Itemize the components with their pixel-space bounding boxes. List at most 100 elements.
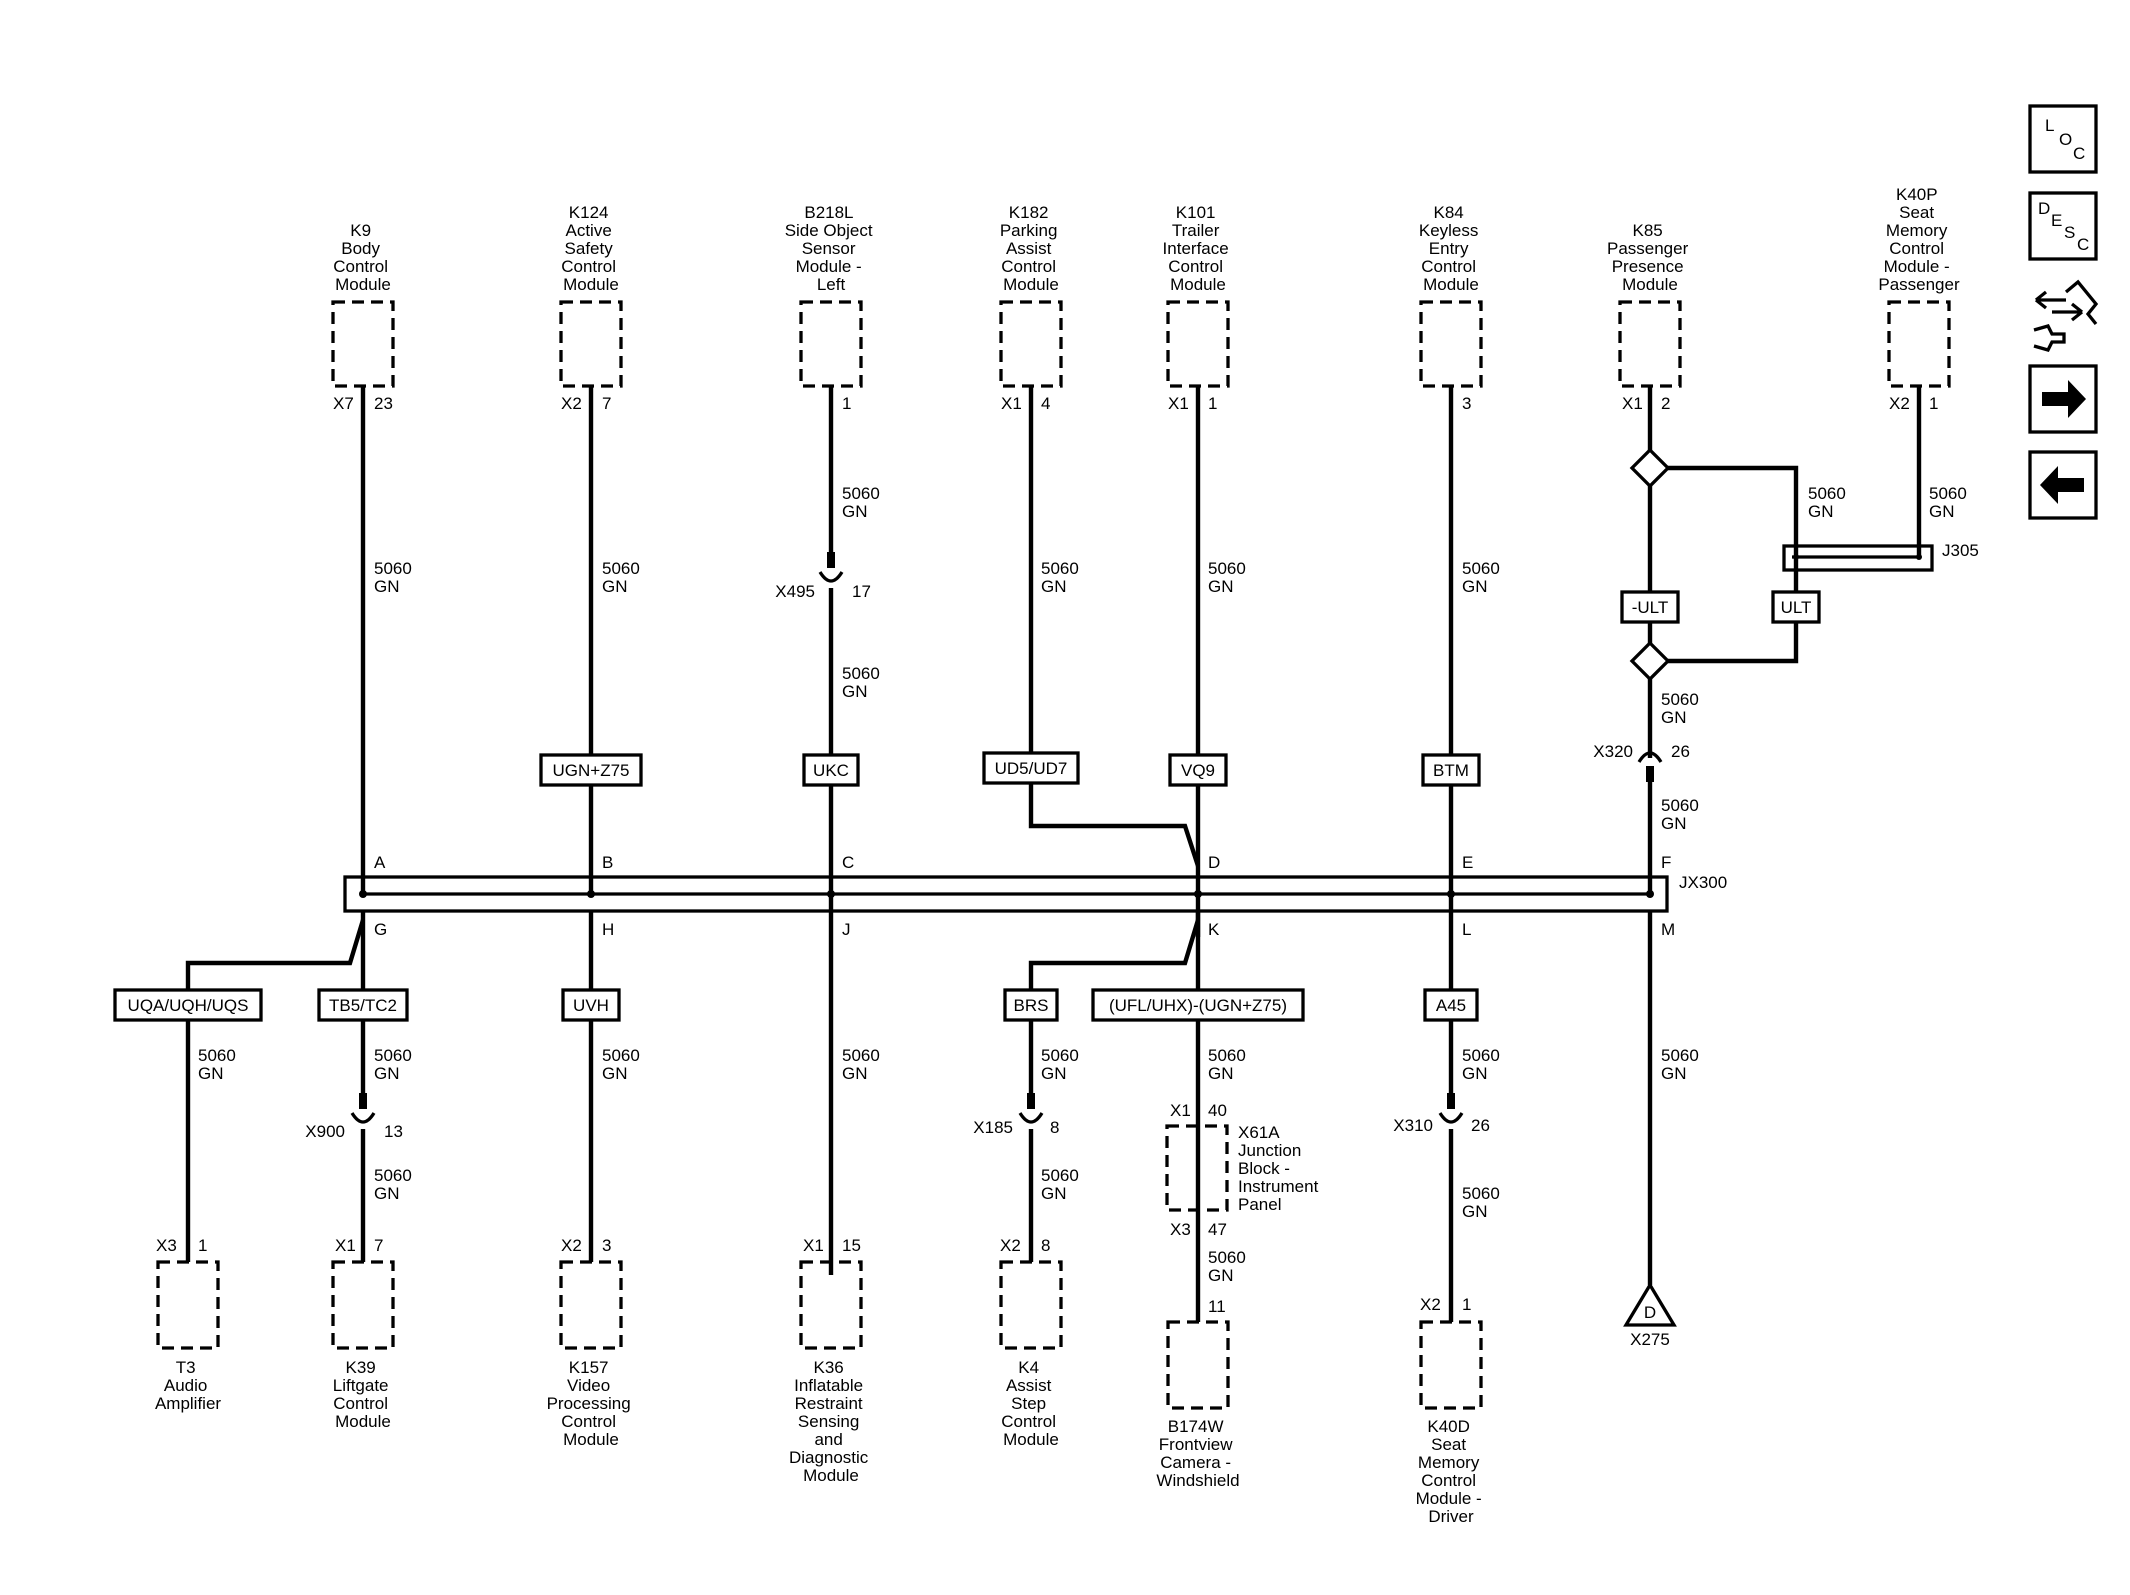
- t3-audio-amplifier[interactable]: T3 Audio Amplifier: [155, 1260, 221, 1413]
- k39-liftgate-control-module[interactable]: K39 Liftgate Control Module: [331, 1260, 395, 1431]
- wire-k85-ult-upper: [1668, 465, 1799, 592]
- circuit-number: 5060: [1208, 1046, 1246, 1065]
- circuit-number: 5060: [842, 484, 880, 503]
- option-label: UD5/UD7: [995, 759, 1068, 778]
- k124-active-safety-control-module[interactable]: K124 Active Safety Control Module: [559, 203, 623, 388]
- k182-parking-assist-control-module[interactable]: K182 Parking Assist Control Module: [999, 203, 1063, 388]
- circuit-number: 5060: [842, 664, 880, 683]
- pin-label: 47: [1208, 1220, 1227, 1239]
- wire-color: GN: [374, 1064, 400, 1083]
- k4-assist-step-control-module[interactable]: K4 Assist Step Control Module: [999, 1260, 1063, 1449]
- wire-color: GN: [374, 1184, 400, 1203]
- module-box: [1887, 300, 1951, 388]
- splice-pack-jx300: [343, 875, 1669, 913]
- splice-pin-label: B: [602, 853, 613, 872]
- k157-video-processing-control-module[interactable]: K157 Video Processing Control Module: [547, 1260, 636, 1449]
- loc-letter: O: [2059, 130, 2072, 149]
- k85-passenger-presence-module[interactable]: K85 Passenger Presence Module: [1607, 221, 1693, 388]
- module-box: [999, 1260, 1063, 1350]
- k101-trailer-interface-control-module[interactable]: K101 Trailer Interface Control Module: [1163, 203, 1234, 388]
- module-label: K157 Video Processing Control Module: [547, 1358, 636, 1449]
- loc-letter: L: [2045, 116, 2054, 135]
- circuit-number: 5060: [374, 1166, 412, 1185]
- module-box: [999, 300, 1063, 388]
- module-label: K124 Active Safety Control Module: [561, 203, 621, 294]
- module-box: [1166, 300, 1230, 388]
- option-label: UQA/UQH/UQS: [128, 996, 249, 1015]
- b218l-side-object-sensor-module-left[interactable]: B218L Side Object Sensor Module - Left: [785, 203, 878, 388]
- circuit-number: 5060: [1041, 559, 1079, 578]
- option-box: [539, 753, 643, 787]
- splice-pin-label: E: [1462, 853, 1473, 872]
- option-label: (UFL/UHX)-(UGN+Z75): [1109, 996, 1287, 1015]
- wire-color: GN: [1208, 577, 1234, 596]
- connector-label: X1: [335, 1236, 356, 1255]
- module-label: K182 Parking Assist Control Module: [1000, 203, 1062, 294]
- splice-pin-label: A: [374, 853, 386, 872]
- circuit-number: 5060: [198, 1046, 236, 1065]
- wire-color: GN: [1462, 1202, 1488, 1221]
- k40d-seat-memory-control-module-driver[interactable]: K40D Seat Memory Control Module - Driver: [1416, 1320, 1487, 1526]
- connector-label: X1: [1001, 394, 1022, 413]
- module-label: K101 Trailer Interface Control Module: [1163, 203, 1234, 294]
- pin-label: 1: [842, 394, 851, 413]
- wire-k85-ult-lower: [1668, 622, 1799, 664]
- splice-j305: [1782, 544, 1934, 572]
- pin-label: 3: [602, 1236, 611, 1255]
- module-box: [799, 1260, 863, 1350]
- option-box: [561, 988, 621, 1022]
- wire-color: GN: [1208, 1266, 1234, 1285]
- connector-label: X2: [1889, 394, 1910, 413]
- inline-connector-pin: 26: [1671, 742, 1690, 761]
- module-box: [559, 300, 623, 388]
- inline-connector-x310: [1438, 1093, 1464, 1124]
- module-box: [559, 1260, 623, 1350]
- desc-button[interactable]: D E S C: [2028, 191, 2098, 261]
- wire-t3-route: [185, 919, 366, 990]
- inline-connector-x495: [818, 552, 844, 583]
- inline-connector-x900: [350, 1093, 376, 1124]
- circuit-number: 5060: [1208, 559, 1246, 578]
- x61a-junction-block-instrument-panel[interactable]: X61A Junction Block - Instrument Panel: [1165, 1123, 1323, 1214]
- option-label: BRS: [1014, 996, 1049, 1015]
- k40p-seat-memory-control-module-passenger[interactable]: K40P Seat Memory Control Module - Passen…: [1878, 185, 1960, 388]
- wire-color: GN: [1462, 577, 1488, 596]
- option-label: ULT: [1781, 598, 1812, 617]
- wire-color: GN: [1041, 577, 1067, 596]
- connector-end-view-icon[interactable]: [2033, 279, 2099, 352]
- option-label: -ULT: [1632, 598, 1669, 617]
- connector-label: X1: [1170, 1101, 1191, 1120]
- loc-letter: C: [2073, 144, 2085, 163]
- k36-inflatable-restraint-sensing-diagnostic-module[interactable]: K36 Inflatable Restraint Sensing and Dia…: [789, 1260, 873, 1485]
- pin-label: 40: [1208, 1101, 1227, 1120]
- module-label: K9 Body Control Module: [333, 221, 393, 294]
- splice-pin-label: K: [1208, 920, 1220, 939]
- k84-keyless-entry-control-module[interactable]: K84 Keyless Entry Control Module: [1419, 203, 1483, 388]
- splice-pin-label: D: [1208, 853, 1220, 872]
- pin-label: 3: [1462, 394, 1471, 413]
- module-label: K40D Seat Memory Control Module - Driver: [1416, 1417, 1487, 1526]
- circuit-number: 5060: [602, 559, 640, 578]
- b174w-frontview-camera-windshield[interactable]: B174W Frontview Camera - Windshield: [1156, 1320, 1240, 1490]
- previous-page-button[interactable]: [2028, 450, 2098, 520]
- pin-label: 1: [1462, 1295, 1471, 1314]
- ground-x275[interactable]: D X275: [1623, 1281, 1677, 1349]
- module-box: [1165, 1124, 1229, 1212]
- wire-color: GN: [1661, 814, 1687, 833]
- wire-color: GN: [1808, 502, 1834, 521]
- module-label: B174W Frontview Camera - Windshield: [1156, 1417, 1239, 1490]
- splice-pin-label: G: [374, 920, 387, 939]
- loc-button[interactable]: L O C: [2028, 104, 2098, 174]
- connector-label: X1: [803, 1236, 824, 1255]
- circuit-number: 5060: [1462, 1046, 1500, 1065]
- circuit-number: 5060: [1462, 559, 1500, 578]
- module-box: [1419, 1320, 1483, 1410]
- wire-color: GN: [374, 577, 400, 596]
- next-page-button[interactable]: [2028, 364, 2098, 434]
- pin-label: 15: [842, 1236, 861, 1255]
- k9-body-control-module[interactable]: K9 Body Control Module: [331, 221, 395, 388]
- pin-label: 23: [374, 394, 393, 413]
- option-label: VQ9: [1181, 761, 1215, 780]
- inline-connector-pin: 8: [1050, 1118, 1059, 1137]
